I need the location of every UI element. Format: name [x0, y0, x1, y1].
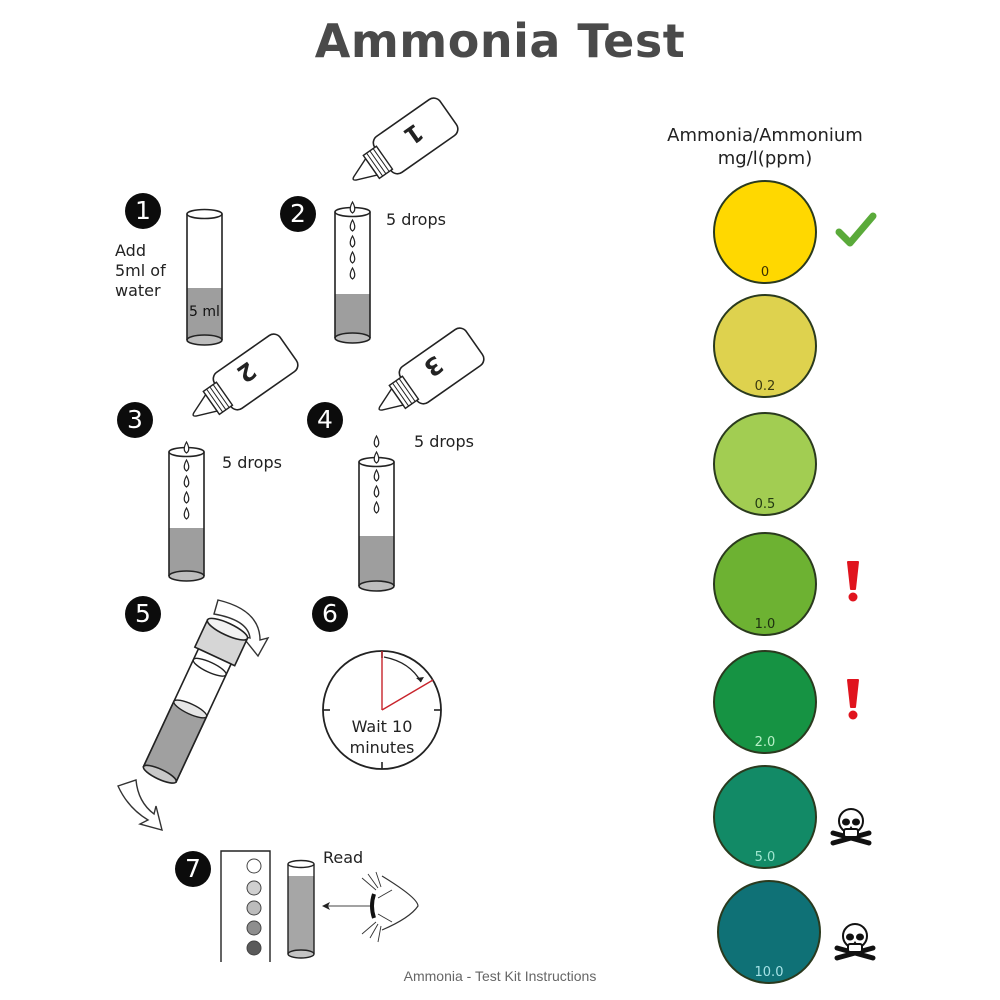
- test-tube-with-drops-icon: [358, 434, 395, 592]
- color-swatch: 0.2: [713, 294, 817, 398]
- step-6-badge: 6: [312, 596, 348, 632]
- check-icon: [831, 202, 879, 262]
- timer-line-2: minutes: [349, 738, 415, 757]
- swatch-value: 0.2: [754, 379, 776, 394]
- timer-label: Wait 10 minutes: [332, 716, 432, 758]
- test-tube-with-drops-icon: [334, 200, 371, 344]
- step-1-line-2: 5ml of: [115, 261, 166, 280]
- swatch-value: 2.0: [754, 735, 776, 750]
- step-3-drops-label: 5 drops: [222, 453, 282, 472]
- color-level-row: 0.2: [713, 294, 893, 400]
- step-1-badge: 1: [125, 193, 161, 229]
- step-1-line-3: water: [115, 281, 161, 300]
- dropper-bottle-icon: [378, 327, 485, 411]
- comparison-card-icon: [220, 850, 271, 962]
- page-title: Ammonia Test: [314, 14, 686, 68]
- color-scale: 0 0.2 0.5 1.0 2.0 5.0 10.0: [713, 180, 893, 984]
- color-chart-heading-line-2: mg/l(ppm): [717, 148, 813, 169]
- swatch-value: 1.0: [754, 617, 776, 632]
- color-chart-heading: Ammonia/Ammonium mg/l(ppm): [640, 124, 890, 170]
- eye-icon: [322, 871, 419, 943]
- test-tube-icon: [186, 208, 223, 346]
- image-caption: Ammonia - Test Kit Instructions: [403, 968, 597, 984]
- swatch-value: 10.0: [754, 965, 784, 980]
- color-level-row: 1.0: [713, 532, 893, 638]
- clock-timer-icon: [322, 650, 442, 770]
- shake-tube-icon: [117, 599, 270, 831]
- test-tube-with-drops-icon: [168, 440, 205, 582]
- read-label: Read: [323, 848, 364, 867]
- step-3-badge: 3: [117, 402, 153, 438]
- timer-line-1: Wait 10: [351, 717, 413, 736]
- color-level-row: 10.0: [717, 880, 897, 986]
- color-swatch: 0.5: [713, 412, 817, 516]
- step-2-badge: 2: [280, 196, 316, 232]
- exclamation-icon: [831, 672, 879, 732]
- dropper-bottle-icon: [352, 97, 459, 181]
- step-1-instruction: Add 5ml of water: [115, 241, 166, 301]
- color-swatch: 5.0: [713, 765, 817, 869]
- skull-icon: [834, 902, 883, 962]
- test-tube-icon: [287, 859, 315, 959]
- step-4-drops-label: 5 drops: [414, 432, 474, 451]
- step-2-drops-label: 5 drops: [386, 210, 446, 229]
- swatch-value: 0.5: [754, 497, 776, 512]
- color-level-row: 2.0: [713, 650, 893, 756]
- swatch-value: 0: [760, 265, 770, 280]
- exclamation-icon: [831, 554, 879, 614]
- color-swatch: 1.0: [713, 532, 817, 636]
- color-swatch: 2.0: [713, 650, 817, 754]
- step-1-line-1: Add: [115, 241, 146, 260]
- swatch-value: 5.0: [754, 850, 776, 865]
- color-swatch: 10.0: [717, 880, 821, 984]
- step-4-badge: 4: [307, 402, 343, 438]
- step-5-badge: 5: [125, 596, 161, 632]
- color-chart-heading-line-1: Ammonia/Ammonium: [667, 125, 863, 146]
- color-swatch: 0: [713, 180, 817, 284]
- step-1-tube-label: 5 ml: [189, 304, 220, 320]
- color-level-row: 0: [713, 180, 893, 286]
- color-level-row: 5.0: [713, 765, 893, 871]
- dropper-bottle-icon: [192, 333, 299, 417]
- color-level-row: 0.5: [713, 412, 893, 518]
- step-7-badge: 7: [175, 851, 211, 887]
- skull-icon: [830, 787, 879, 847]
